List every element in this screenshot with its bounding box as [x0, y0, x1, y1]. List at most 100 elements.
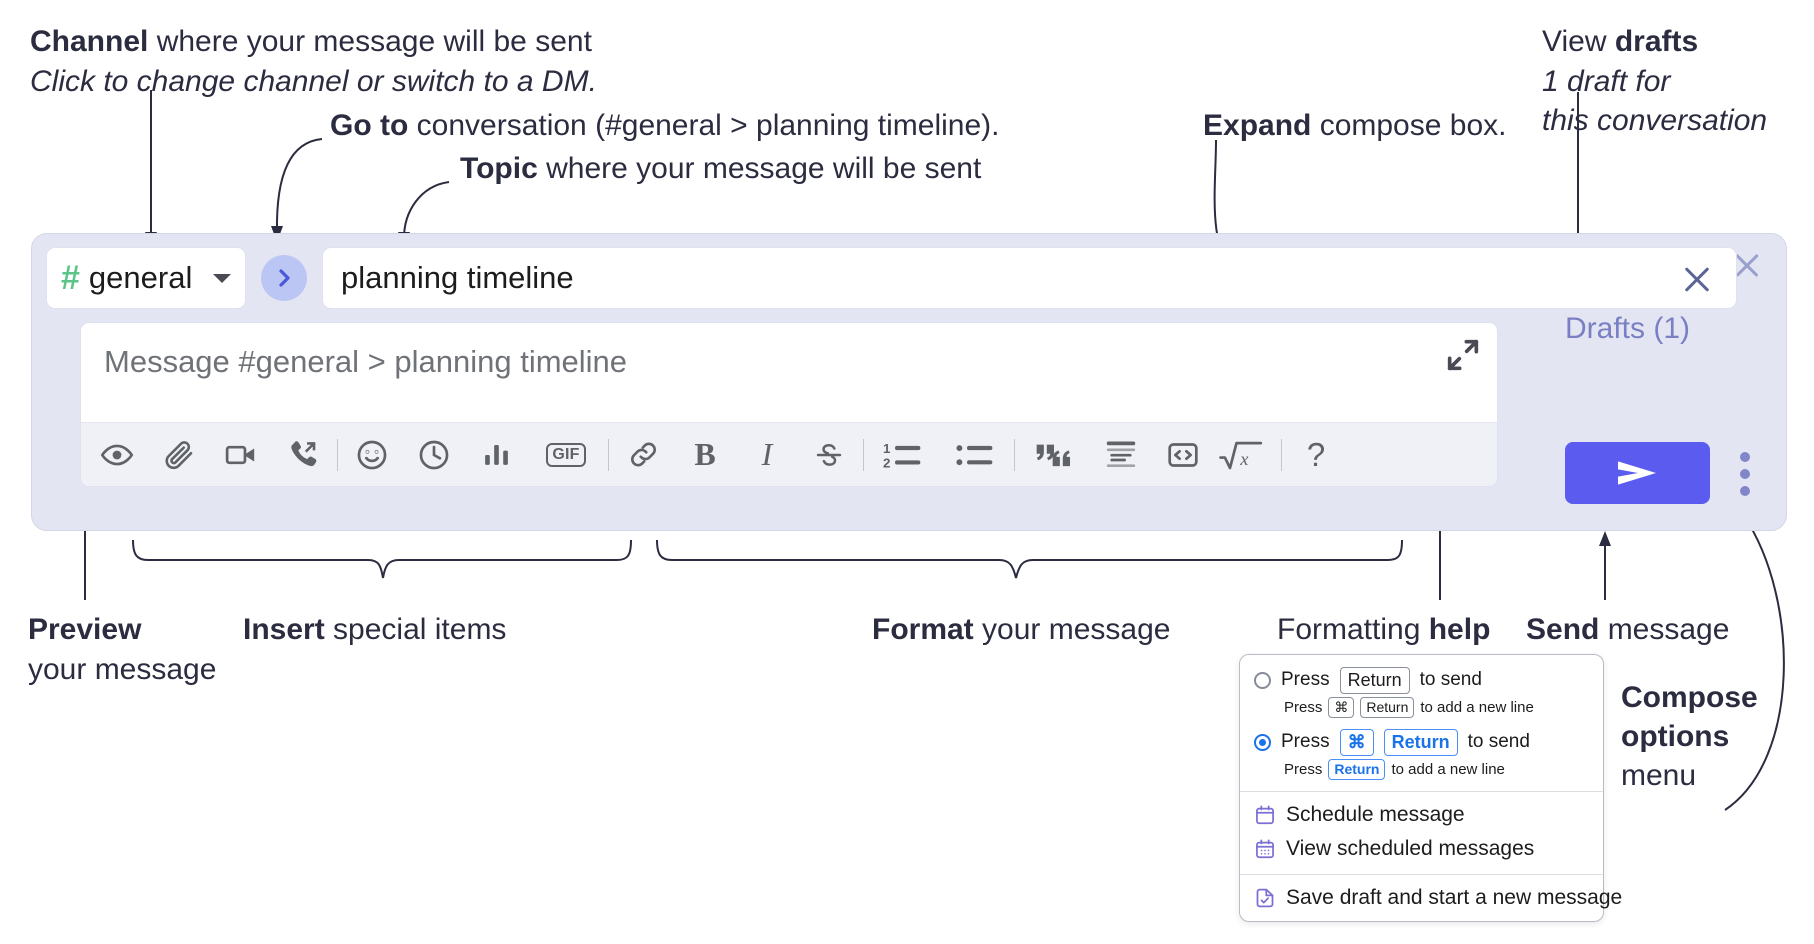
hash-icon: # — [61, 259, 80, 297]
chevron-down-icon — [213, 273, 231, 283]
annotation-goto: Go to conversation (#general > planning … — [330, 106, 1000, 146]
menu-radio-return-to-send[interactable]: Press Return to send — [1240, 665, 1603, 696]
channel-selector[interactable]: # general — [46, 247, 246, 309]
poll-button[interactable] — [474, 433, 518, 477]
menu-item-view-scheduled-messages[interactable]: View scheduled messages — [1240, 832, 1603, 866]
link-button[interactable] — [621, 433, 665, 477]
menu-divider — [1240, 874, 1603, 875]
return-key-chip: Return — [1339, 667, 1410, 694]
toolbar-separator — [1281, 438, 1282, 471]
annotation-format-rest: your message — [973, 613, 1171, 646]
clear-topic-icon[interactable] — [1680, 262, 1714, 296]
annotation-drafts-bold: drafts — [1614, 25, 1699, 58]
math-button[interactable]: x — [1213, 433, 1269, 477]
annotation-drafts-italic2: this conversation — [1542, 104, 1768, 138]
reminder-button[interactable] — [412, 433, 456, 477]
numbered-list-icon: 1 2 — [883, 441, 921, 470]
annotation-expand: Expand compose box. — [1203, 106, 1506, 146]
bold-button[interactable]: B — [683, 433, 727, 477]
annotation-channel-bold: Channel — [30, 25, 149, 58]
annotation-goto-bold: Go to — [330, 109, 409, 142]
radio-icon[interactable] — [1254, 671, 1271, 689]
code-block-button[interactable] — [1099, 433, 1143, 477]
menu-radio-cmd-return-sub: Press Return to add a new line — [1240, 758, 1603, 784]
annotation-expand-rest: compose box. — [1311, 109, 1507, 142]
inline-code-button[interactable] — [1161, 433, 1205, 477]
svg-text:x: x — [1239, 448, 1248, 468]
smiley-icon — [357, 440, 387, 469]
emoji-button[interactable] — [350, 433, 394, 477]
compose-panel: # general planning timeline Message #gen… — [31, 233, 1787, 531]
strikethrough-icon — [816, 443, 842, 466]
topic-input[interactable]: planning timeline — [322, 247, 1737, 309]
more-options-icon — [1740, 469, 1750, 479]
preview-button[interactable] — [95, 433, 139, 477]
menu-radio-cmd-return-to-send[interactable]: Press ⌘ Return to send — [1240, 727, 1603, 758]
return-key-chip: Return — [1360, 696, 1415, 718]
sub-tail-label: to add a new line — [1420, 698, 1534, 716]
link-icon — [630, 442, 656, 467]
menu-item-label: Schedule message — [1286, 803, 1465, 826]
annotation-topic-rest: where your message will be sent — [537, 152, 982, 185]
return-key-chip: Return — [1383, 729, 1458, 756]
video-camera-icon — [225, 445, 255, 464]
annotation-send-rest: message — [1599, 613, 1730, 646]
radio-tosend-label: to send — [1419, 669, 1482, 691]
bulleted-list-button[interactable] — [948, 433, 1002, 477]
phone-arrow-icon — [290, 441, 316, 467]
menu-item-schedule-message[interactable]: Schedule message — [1240, 798, 1603, 832]
annotation-format: Format your message — [872, 610, 1170, 650]
annotation-send-bold: Send — [1526, 613, 1600, 646]
annotation-channel-italic: Click to change channel or switch to a D… — [30, 64, 597, 98]
video-clip-button[interactable] — [219, 433, 263, 477]
command-key-chip: ⌘ — [1339, 729, 1374, 756]
calendar-clock-icon — [1254, 804, 1276, 826]
annotation-drafts-italic1: 1 draft for — [1542, 64, 1671, 98]
annotation-channel-rest: where your message will be sent — [148, 25, 592, 58]
radio-icon-selected[interactable] — [1254, 733, 1271, 751]
bar-chart-icon — [484, 444, 508, 465]
radio-press-label: Press — [1281, 669, 1330, 691]
annotation-preview-bold: Preview — [28, 613, 142, 646]
italic-button[interactable]: I — [745, 433, 789, 477]
message-input-box[interactable]: Message #general > planning timeline — [80, 322, 1498, 487]
sub-press-label: Press — [1284, 760, 1323, 778]
formatting-toolbar: GIF B I — [81, 422, 1497, 486]
toolbar-separator — [337, 438, 338, 471]
radio-tosend-label: to send — [1467, 731, 1530, 753]
toolbar-separator — [863, 438, 864, 471]
goto-conversation-button[interactable] — [261, 255, 307, 301]
save-draft-icon — [1254, 887, 1276, 909]
annotation-send: Send message — [1526, 610, 1729, 650]
svg-text:2: 2 — [883, 455, 890, 470]
annotation-preview-rest: your message — [28, 652, 217, 686]
eye-icon — [100, 444, 134, 465]
send-button[interactable] — [1565, 442, 1710, 504]
menu-item-save-draft[interactable]: Save draft and start a new message — [1240, 881, 1622, 915]
annotation-preview: Preview your message — [28, 610, 216, 689]
annotation-format-bold: Format — [872, 613, 974, 646]
drafts-link[interactable]: Drafts (1) — [1565, 312, 1691, 345]
toolbar-separator — [608, 438, 609, 471]
compose-options-menu: Press Return to send Press ⌘ Return to a… — [1239, 654, 1622, 922]
attach-button[interactable] — [157, 433, 201, 477]
svg-text:1: 1 — [883, 441, 891, 456]
radio-press-label: Press — [1281, 731, 1330, 753]
strikethrough-button[interactable] — [807, 433, 851, 477]
annotation-drafts-lead: View — [1542, 25, 1615, 58]
menu-divider — [1240, 791, 1603, 792]
annotation-compose-options-rest: menu — [1621, 759, 1697, 792]
compose-options-button[interactable] — [1732, 446, 1758, 502]
gif-button[interactable]: GIF — [536, 433, 596, 477]
ordered-list-button[interactable]: 1 2 — [876, 433, 930, 477]
audio-clip-button[interactable] — [281, 433, 325, 477]
quote-icon — [1036, 444, 1070, 466]
message-placeholder: Message #general > planning timeline — [104, 344, 628, 379]
expand-icon[interactable] — [1443, 335, 1483, 375]
paperclip-icon — [165, 441, 192, 470]
annotation-insert-bold: Insert — [243, 613, 325, 646]
help-button[interactable]: ? — [1294, 433, 1338, 477]
menu-item-label: View scheduled messages — [1286, 837, 1535, 860]
blockquote-button[interactable] — [1027, 433, 1081, 477]
annotation-compose-options-bold1: Compose — [1621, 681, 1758, 714]
